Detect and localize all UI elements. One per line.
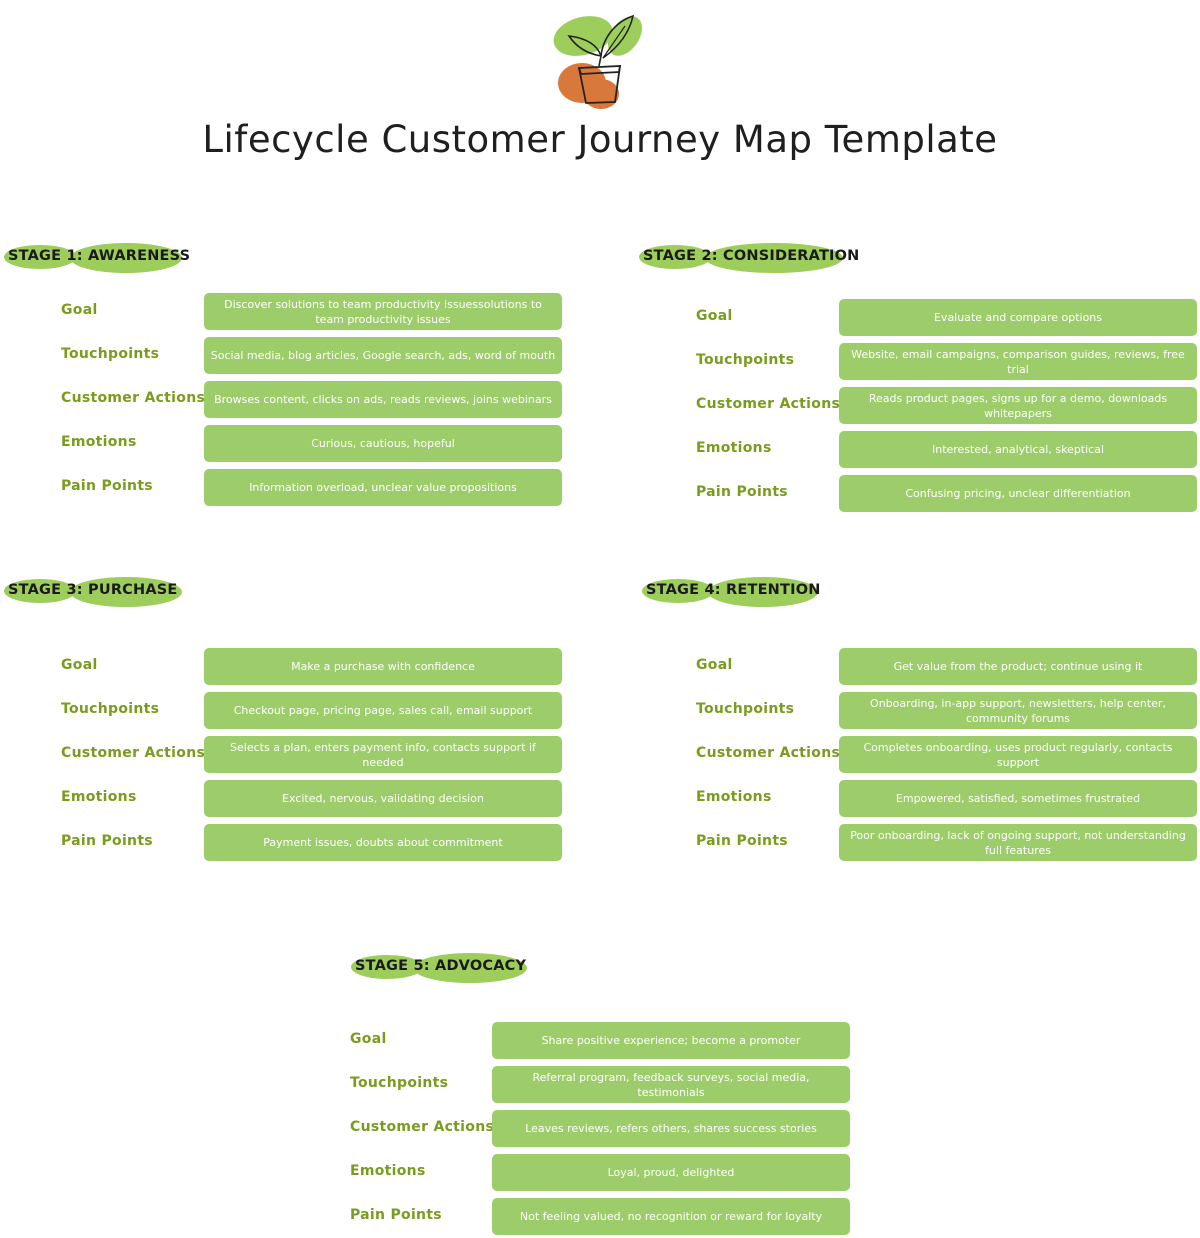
row-label: Goal — [350, 1031, 387, 1047]
row-label: Customer Actions — [696, 396, 841, 412]
row-customer-actions: Customer Actions Browses content, clicks… — [4, 381, 564, 419]
row-customer-actions: Customer Actions Selects a plan, enters … — [4, 736, 564, 774]
touchpoints-value: Onboarding, in-app support, newsletters,… — [839, 692, 1197, 729]
row-goal: Goal Get value from the product; continu… — [642, 648, 1200, 686]
row-label: Touchpoints — [61, 701, 160, 717]
row-pain-points: Pain Points Poor onboarding, lack of ong… — [642, 824, 1200, 862]
row-pain-points: Pain Points Payment issues, doubts about… — [4, 824, 564, 862]
goal-value: Discover solutions to team productivity … — [204, 293, 562, 330]
stage-header: STAGE 4: RETENTION — [642, 577, 882, 607]
row-touchpoints: Touchpoints Social media, blog articles,… — [4, 337, 564, 375]
potted-plant-icon — [553, 14, 643, 109]
row-touchpoints: Touchpoints Checkout page, pricing page,… — [4, 692, 564, 730]
row-emotions: Emotions Loyal, proud, delighted — [350, 1154, 911, 1192]
row-customer-actions: Customer Actions Completes onboarding, u… — [642, 736, 1200, 774]
row-label: Pain Points — [61, 478, 153, 494]
row-label: Customer Actions — [696, 745, 841, 761]
emotions-value: Interested, analytical, skeptical — [839, 431, 1197, 468]
row-pain-points: Pain Points Information overload, unclea… — [4, 469, 564, 507]
row-label: Goal — [61, 302, 98, 318]
goal-value: Share positive experience; become a prom… — [492, 1022, 850, 1059]
pain-points-value: Confusing pricing, unclear differentiati… — [839, 475, 1197, 512]
goal-value: Make a purchase with confidence — [204, 648, 562, 685]
pain-points-value: Not feeling valued, no recognition or re… — [492, 1198, 850, 1235]
customer-actions-value: Completes onboarding, uses product regul… — [839, 736, 1197, 773]
stage-header-highlight — [705, 243, 843, 273]
pain-points-value: Poor onboarding, lack of ongoing support… — [839, 824, 1197, 861]
customer-actions-value: Reads product pages, signs up for a demo… — [839, 387, 1197, 424]
stage-header-highlight — [4, 579, 76, 603]
stage-header-highlight — [642, 579, 714, 603]
row-emotions: Emotions Curious, cautious, hopeful — [4, 425, 564, 463]
touchpoints-value: Social media, blog articles, Google sear… — [204, 337, 562, 374]
stage-header-highlight — [4, 245, 76, 269]
row-label: Touchpoints — [696, 352, 795, 368]
emotions-value: Curious, cautious, hopeful — [204, 425, 562, 462]
row-label: Emotions — [350, 1163, 426, 1179]
emotions-value: Loyal, proud, delighted — [492, 1154, 850, 1191]
stage-header-highlight — [413, 953, 527, 983]
stage-header-highlight — [708, 577, 818, 607]
stage-header: STAGE 3: PURCHASE — [4, 577, 244, 607]
stage-header-highlight — [70, 243, 182, 273]
stage-title: STAGE 2: CONSIDERATION — [643, 248, 860, 264]
row-customer-actions: Customer Actions Reads product pages, si… — [639, 387, 1199, 425]
row-label: Customer Actions — [61, 745, 206, 761]
touchpoints-value: Referral program, feedback surveys, soci… — [492, 1066, 850, 1103]
touchpoints-value: Checkout page, pricing page, sales call,… — [204, 692, 562, 729]
emotions-value: Excited, nervous, validating decision — [204, 780, 562, 817]
stage-header: STAGE 2: CONSIDERATION — [639, 243, 879, 273]
row-pain-points: Pain Points Confusing pricing, unclear d… — [639, 475, 1199, 513]
row-label: Pain Points — [696, 833, 788, 849]
row-emotions: Emotions Excited, nervous, validating de… — [4, 780, 564, 818]
row-pain-points: Pain Points Not feeling valued, no recog… — [350, 1198, 911, 1236]
row-label: Customer Actions — [61, 390, 206, 406]
row-label: Goal — [61, 657, 98, 673]
goal-value: Get value from the product; continue usi… — [839, 648, 1197, 685]
row-label: Goal — [696, 657, 733, 673]
row-touchpoints: Touchpoints Onboarding, in-app support, … — [642, 692, 1200, 730]
row-goal: Goal Evaluate and compare options — [639, 299, 1199, 337]
row-label: Goal — [696, 308, 733, 324]
stage-title: STAGE 1: AWARENESS — [8, 248, 191, 264]
row-label: Pain Points — [350, 1207, 442, 1223]
stage-title: STAGE 5: ADVOCACY — [355, 958, 527, 974]
row-label: Emotions — [696, 440, 772, 456]
row-touchpoints: Touchpoints Website, email campaigns, co… — [639, 343, 1199, 381]
row-goal: Goal Share positive experience; become a… — [350, 1022, 911, 1060]
row-goal: Goal Discover solutions to team producti… — [4, 293, 564, 331]
stage-title: STAGE 4: RETENTION — [646, 582, 821, 598]
customer-actions-value: Leaves reviews, refers others, shares su… — [492, 1110, 850, 1147]
stage-header: STAGE 1: AWARENESS — [4, 243, 244, 273]
emotions-value: Empowered, satisfied, sometimes frustrat… — [839, 780, 1197, 817]
row-label: Emotions — [61, 434, 137, 450]
row-label: Touchpoints — [61, 346, 160, 362]
row-label: Pain Points — [696, 484, 788, 500]
row-label: Touchpoints — [350, 1075, 449, 1091]
row-customer-actions: Customer Actions Leaves reviews, refers … — [350, 1110, 911, 1148]
row-touchpoints: Touchpoints Referral program, feedback s… — [350, 1066, 911, 1104]
stage-header-highlight — [351, 955, 423, 979]
row-emotions: Emotions Interested, analytical, skeptic… — [639, 431, 1199, 469]
row-label: Customer Actions — [350, 1119, 495, 1135]
goal-value: Evaluate and compare options — [839, 299, 1197, 336]
row-label: Emotions — [696, 789, 772, 805]
stage-title: STAGE 3: PURCHASE — [8, 582, 178, 598]
customer-actions-value: Selects a plan, enters payment info, con… — [204, 736, 562, 773]
customer-actions-value: Browses content, clicks on ads, reads re… — [204, 381, 562, 418]
pain-points-value: Information overload, unclear value prop… — [204, 469, 562, 506]
stage-header: STAGE 5: ADVOCACY — [351, 953, 591, 983]
touchpoints-value: Website, email campaigns, comparison gui… — [839, 343, 1197, 380]
stage-header-highlight — [639, 245, 711, 269]
row-goal: Goal Make a purchase with confidence — [4, 648, 564, 686]
stage-header-highlight — [70, 577, 182, 607]
row-label: Touchpoints — [696, 701, 795, 717]
pain-points-value: Payment issues, doubts about commitment — [204, 824, 562, 861]
row-label: Pain Points — [61, 833, 153, 849]
row-emotions: Emotions Empowered, satisfied, sometimes… — [642, 780, 1200, 818]
row-label: Emotions — [61, 789, 137, 805]
page-title: Lifecycle Customer Journey Map Template — [202, 118, 998, 161]
